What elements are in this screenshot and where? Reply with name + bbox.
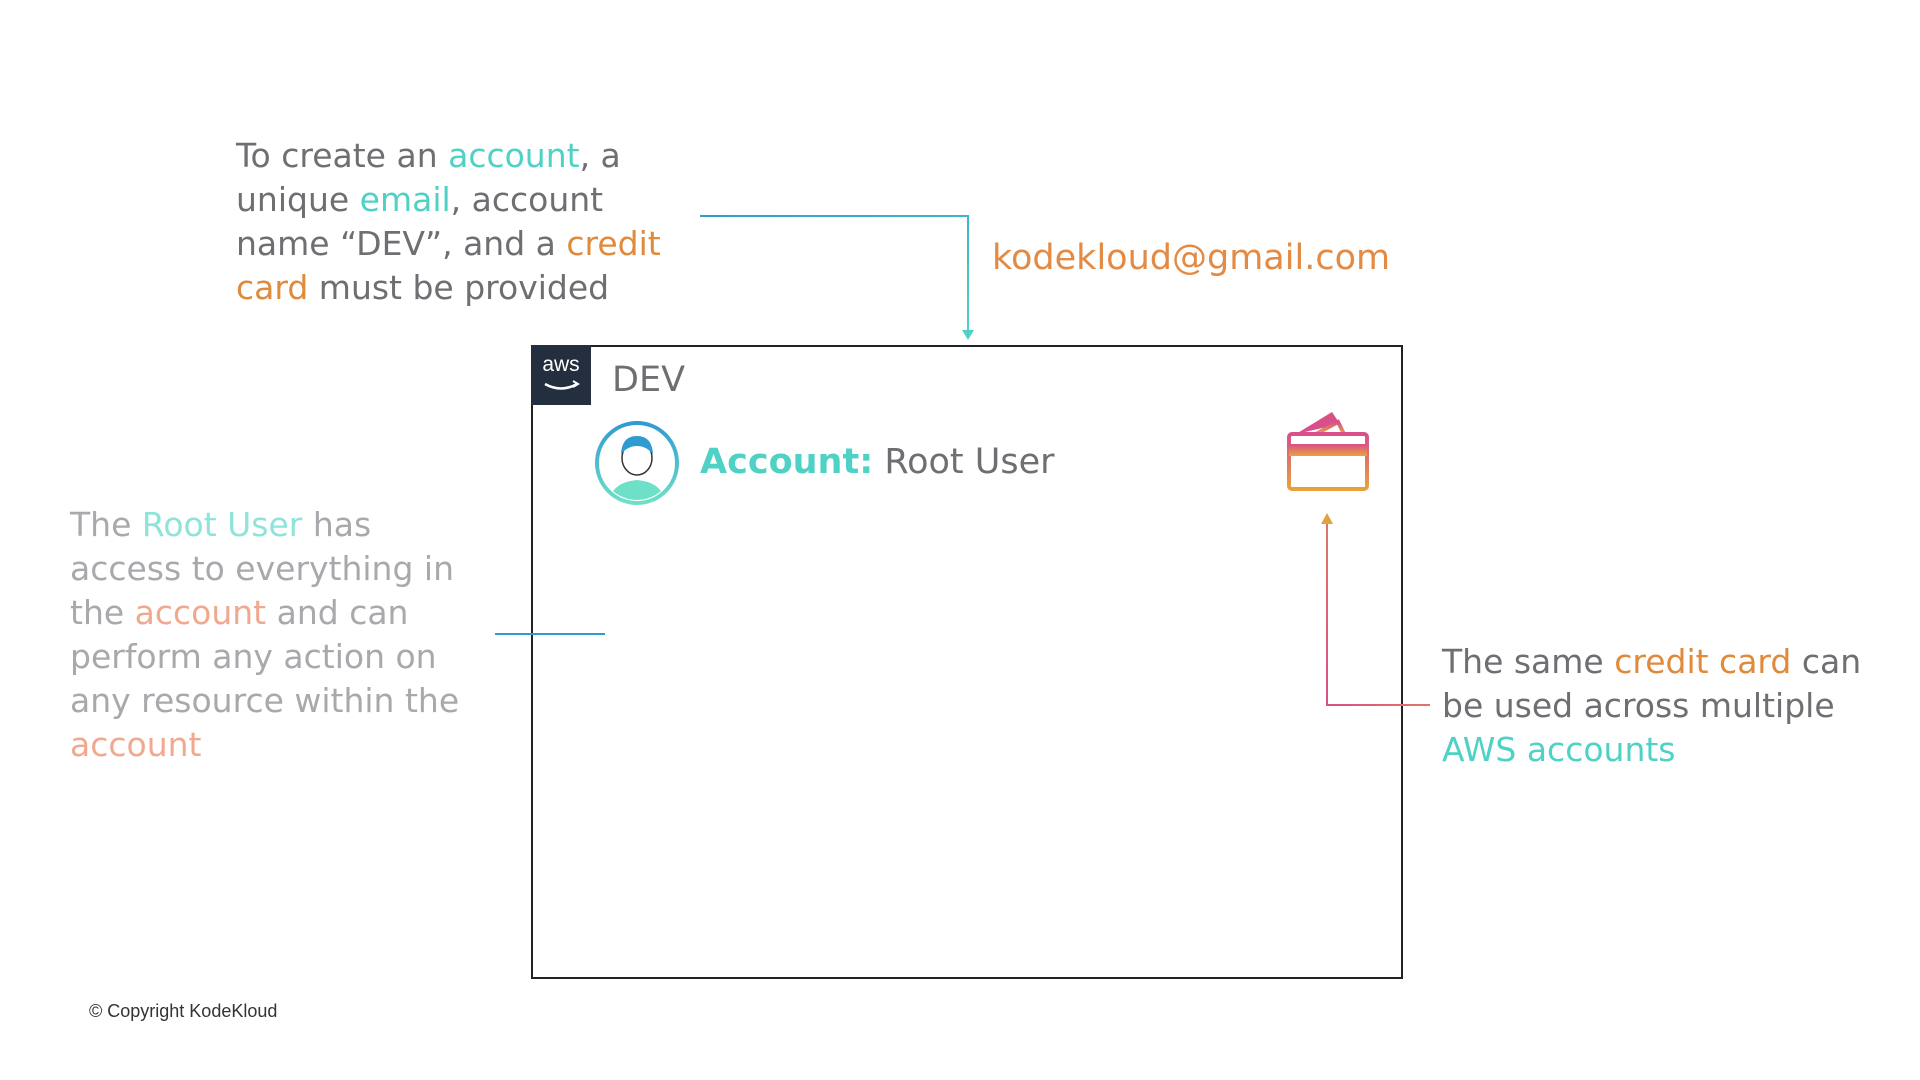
account-requirements-note: To create an account, a unique email, ac…	[236, 134, 676, 310]
note-highlight: credit card	[1614, 642, 1792, 681]
credit-card-note: The same credit card can be used across …	[1442, 640, 1882, 772]
note-text: To create an	[236, 136, 449, 175]
note-text: and can perform any action on any resour…	[70, 593, 460, 720]
email-connector-line	[700, 215, 969, 334]
root-user-note: The Root User has access to everything i…	[70, 503, 490, 767]
note-text: The same	[1442, 642, 1615, 681]
aws-logo-text: aws	[542, 353, 580, 376]
aws-logo-icon: aws	[531, 345, 591, 405]
note-text: must be provided	[308, 268, 610, 307]
dev-account-box	[531, 345, 1403, 979]
note-highlight: AWS accounts	[1442, 730, 1676, 769]
account-key: Account:	[700, 442, 874, 482]
note-highlight: credit card	[236, 224, 661, 307]
note-text: has access to everything in the	[70, 505, 454, 632]
note-highlight: account	[448, 136, 580, 175]
credit-card-connector-line	[1326, 520, 1430, 706]
note-highlight: account	[134, 593, 267, 632]
note-highlight: Root User	[141, 505, 303, 544]
account-label: Account: Root User	[700, 442, 1055, 482]
note-text: , account name “DEV”, and a	[236, 180, 604, 263]
account-name: DEV	[612, 360, 686, 400]
note-highlight: account	[70, 725, 202, 764]
email-connector-arrowhead	[962, 330, 974, 340]
note-text: can be used across multiple	[1442, 642, 1862, 725]
credit-card-connector-arrowhead	[1321, 513, 1333, 524]
email-address: kodekloud@gmail.com	[992, 238, 1391, 278]
user-avatar-icon	[595, 421, 679, 505]
note-highlight: email	[359, 180, 451, 219]
copyright-text: © Copyright KodeKloud	[89, 1001, 278, 1021]
account-value: Root User	[884, 442, 1055, 482]
note-text: , a unique	[236, 136, 621, 219]
note-text: The	[70, 505, 142, 544]
credit-card-icon	[1287, 412, 1369, 491]
